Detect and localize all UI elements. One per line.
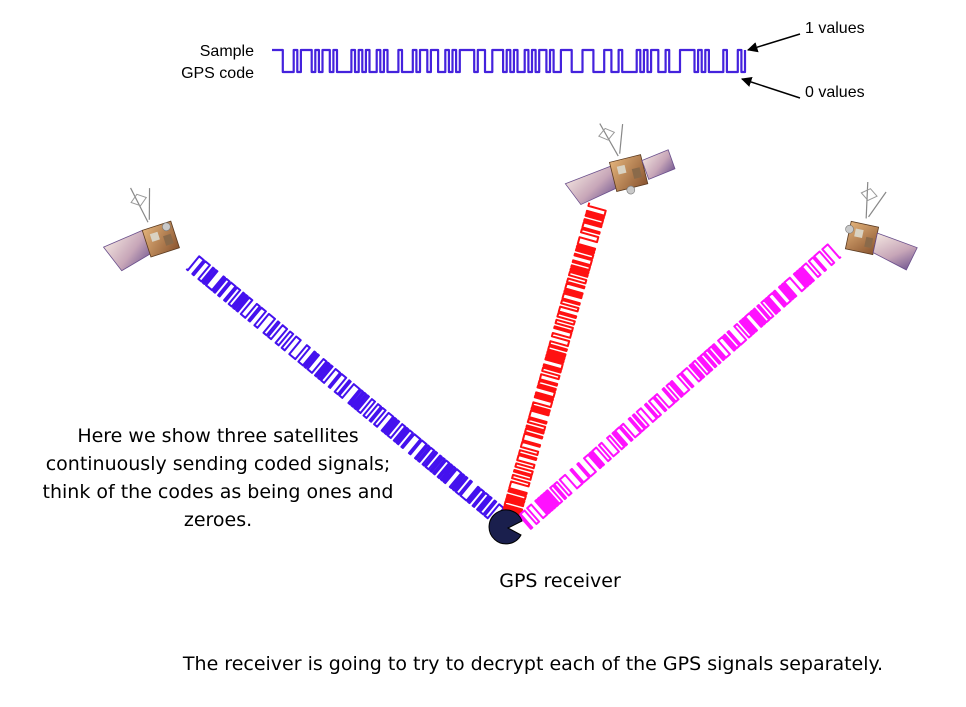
zero-values-label: 0 values xyxy=(805,84,865,101)
center-satellite-signal xyxy=(502,202,607,516)
sample-code-label-line2: GPS code xyxy=(181,65,254,82)
body-text-line4: zeroes. xyxy=(183,509,253,531)
gps-receiver-label: GPS receiver xyxy=(499,570,621,592)
right-satellite-signal xyxy=(518,243,842,530)
body-text-line1: Here we show three satellites xyxy=(77,425,359,447)
left-satellite-signal xyxy=(185,255,505,523)
gps-receiver-icon xyxy=(488,509,523,545)
one-values-label: 1 values xyxy=(805,20,865,37)
body-text: Here we show three satellites continuous… xyxy=(18,422,418,534)
body-text-line3: think of the codes as being ones and xyxy=(42,481,394,503)
satellite-icon xyxy=(844,181,918,271)
zero-values-arrow-icon xyxy=(741,76,801,99)
satellite-icon xyxy=(564,123,676,206)
sample-code-waveform xyxy=(272,48,747,74)
body-text-line2: continuously sending coded signals; xyxy=(45,453,391,475)
sample-code-label: Sample GPS code xyxy=(170,41,254,85)
satellite-icon xyxy=(102,187,180,272)
one-values-arrow-icon xyxy=(746,33,801,53)
caption: The receiver is going to try to decrypt … xyxy=(182,653,884,675)
sample-code-label-line1: Sample xyxy=(199,43,254,60)
